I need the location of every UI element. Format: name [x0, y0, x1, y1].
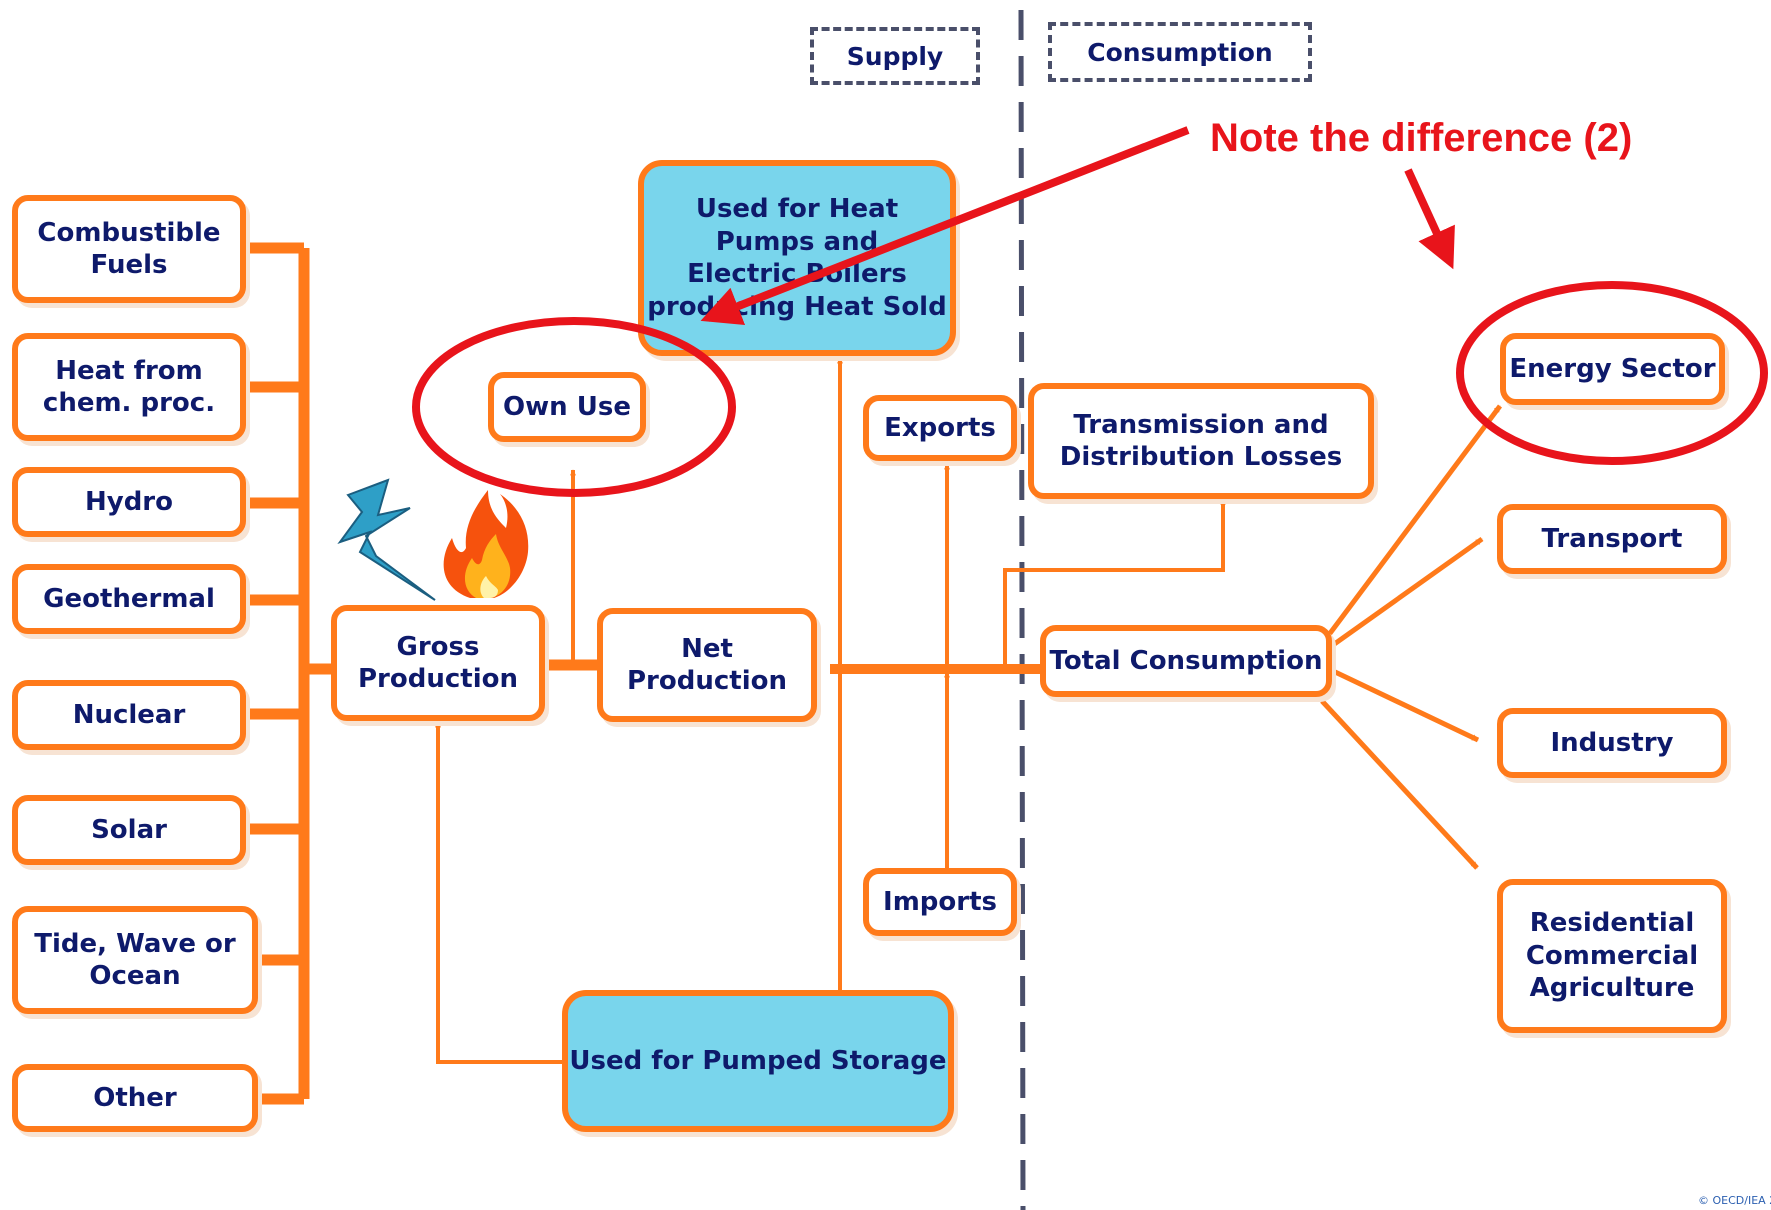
source-combustible-fuels: Combustible Fuels	[12, 195, 246, 303]
flame-icon	[443, 490, 529, 598]
sector-industry: Industry	[1497, 708, 1727, 778]
pumped-storage-return-arrow	[435, 721, 566, 1064]
supply-consumption-divider	[1018, 9, 1026, 1210]
source-bus	[245, 242, 333, 1105]
source-tide-wave-ocean: Tide, Wave or Ocean	[12, 906, 258, 1014]
arrow-residential	[1320, 699, 1479, 870]
source-solar: Solar	[12, 795, 246, 865]
imports: Imports	[863, 868, 1017, 936]
total-consumption: Total Consumption	[1040, 625, 1332, 697]
own-use: Own Use	[488, 372, 646, 442]
source-other: Other	[12, 1064, 258, 1132]
gross-production: Gross Production	[331, 605, 545, 721]
note-the-difference-label: Note the difference (2)	[1210, 116, 1633, 160]
sector-transport: Transport	[1497, 504, 1727, 574]
heat-pumps-box: Used for Heat Pumps and Electric Boilers…	[638, 160, 956, 356]
td-losses: Transmission and Distribution Losses	[1028, 383, 1374, 499]
supply-header: Supply	[810, 27, 980, 85]
arrow-industry	[1331, 668, 1480, 743]
consumption-header: Consumption	[1048, 22, 1312, 82]
sector-energy: Energy Sector	[1500, 333, 1725, 405]
losses-arrow	[1003, 498, 1226, 669]
source-heat-chemical: Heat from chem. proc.	[12, 333, 246, 441]
source-geothermal: Geothermal	[12, 564, 246, 634]
source-hydro: Hydro	[12, 467, 246, 537]
arrow-transport	[1331, 536, 1484, 648]
pumped-storage-box: Used for Pumped Storage	[562, 990, 954, 1132]
exports: Exports	[863, 395, 1017, 461]
sector-residential-commercial-agriculture: Residential Commercial Agriculture	[1497, 879, 1727, 1033]
copyright: © OECD/IEA 201	[1698, 1194, 1771, 1207]
lightning-icon	[337, 478, 436, 601]
net-production: Net Production	[597, 608, 817, 722]
source-nuclear: Nuclear	[12, 680, 246, 750]
